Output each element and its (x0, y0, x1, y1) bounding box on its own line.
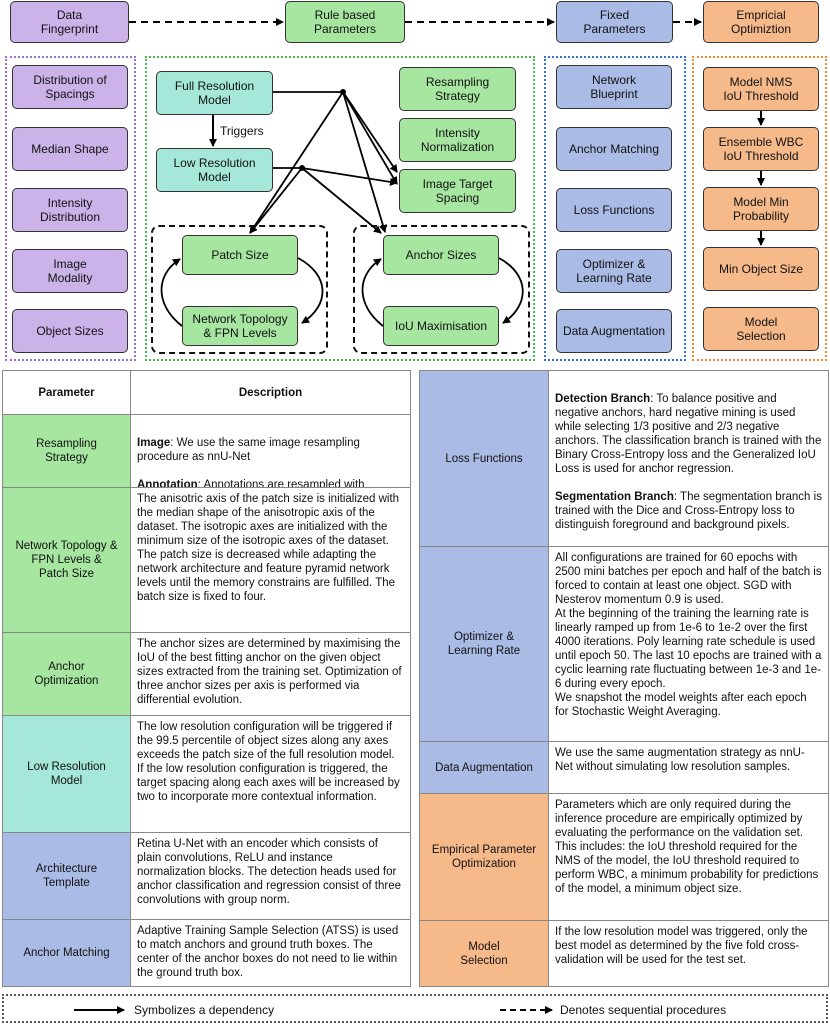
right-parameter-table: Loss Functions Detection Branch: To bala… (419, 370, 829, 987)
patch-size-box: Patch Size (182, 235, 298, 275)
fixed-group (544, 56, 686, 361)
dependency-arrow (342, 91, 398, 173)
dependency-arrow (249, 91, 344, 234)
table-row-param: Architecture Template (3, 833, 131, 920)
empirical-optimization-box: Empricial Optimiztion (703, 1, 819, 43)
full-resolution-model-box: Full Resolution Model (156, 71, 273, 115)
legend-dashed-label: Denotes sequential procedures (560, 1003, 727, 1017)
table-row-desc: Retina U-Net with an encoder which consi… (131, 833, 410, 920)
empirical-item: Ensemble WBC IoU Threshold (703, 127, 819, 171)
legend-box (2, 994, 828, 1023)
table-row-param: Optimizer & Learning Rate (420, 547, 549, 742)
empirical-item: Min Object Size (703, 247, 819, 291)
intensity-normalization-box: Intensity Normalization (399, 118, 516, 162)
cycle-arrow (297, 257, 324, 324)
table-row-param: Anchor Matching (3, 920, 131, 986)
fixed-item: Optimizer & Learning Rate (556, 249, 672, 293)
fixed-item: Data Augmentation (556, 309, 672, 353)
empirical-item: Model NMS IoU Threshold (703, 67, 819, 111)
table-row-desc: If the low resolution model was triggere… (555, 926, 808, 966)
rule-based-parameters-box: Rule based Parameters (285, 1, 405, 43)
resampling-strategy-box: Resampling Strategy (399, 67, 516, 111)
table-row-desc: The anchor sizes are determined by maxim… (131, 633, 410, 716)
desc-bold: Segmentation Branch (555, 491, 674, 503)
dependency-arrow (342, 91, 398, 185)
table-row-desc: Adaptive Training Sample Selection (ATSS… (137, 925, 399, 979)
fixed-parameters-box: Fixed Parameters (556, 1, 673, 43)
iou-maximisation-box: IoU Maximisation (383, 306, 499, 346)
table-row-desc: The low resolution configuration will be… (131, 716, 410, 833)
fixed-item: Loss Functions (556, 188, 672, 232)
triggers-label: Triggers (220, 124, 264, 138)
rule-based-group (145, 56, 535, 361)
table-row-param: Network Topology & FPN Levels & Patch Si… (3, 488, 131, 633)
desc-text: : Annotations are resampled with nearest… (197, 479, 365, 488)
table-row-param: Low Resolution Model (3, 716, 131, 833)
desc-bold: Annotation (137, 479, 198, 488)
cycle-arrow (498, 257, 524, 324)
table-row-desc: We use the same augmentation strategy as… (549, 742, 828, 794)
desc-text: : We use the same image resampling proce… (137, 437, 360, 463)
table-row-desc: Image: We use the same image resampling … (131, 415, 410, 488)
table-row-param: Data Augmentation (420, 742, 549, 794)
patch-network-cycle-group (151, 225, 328, 354)
fingerprint-group (5, 56, 136, 361)
image-target-spacing-box: Image Target Spacing (399, 169, 516, 213)
left-parameter-table: Parameter Description Resampling Strateg… (2, 370, 411, 987)
fixed-item: Anchor Matching (556, 127, 672, 171)
fixed-item: Network Blueprint (556, 65, 672, 109)
data-fingerprint-box: Data Fingerprint (10, 1, 129, 43)
desc-text: : The segmentation branch is trained wit… (555, 491, 822, 531)
anchor-cycle-group (353, 225, 530, 354)
desc-text: : To balance positive and negative ancho… (555, 393, 822, 475)
anchor-sizes-box: Anchor Sizes (383, 235, 499, 275)
fingerprint-item: Median Shape (12, 127, 128, 171)
fingerprint-item: Object Sizes (12, 309, 128, 353)
fingerprint-item: Image Modality (12, 249, 128, 293)
dependency-arrow (301, 167, 398, 186)
table-row-desc: The anisotric axis of the patch size is … (131, 488, 410, 633)
empirical-item: Model Selection (703, 307, 819, 351)
fingerprint-item: Distribution of Spacings (12, 65, 128, 109)
arrows-overlay (129, 18, 765, 327)
table-row-param: Model Selection (420, 921, 549, 986)
table-row-desc: Parameters which are only required durin… (549, 794, 828, 921)
table-row-param: Resampling Strategy (3, 415, 131, 488)
param-header: Parameter (3, 371, 131, 415)
desc-bold: Detection Branch (555, 393, 651, 405)
table-row-desc: Detection Branch: To balance positive an… (549, 371, 828, 547)
table-row-param: Anchor Optimization (3, 633, 131, 716)
desc-bold: Image (137, 437, 171, 449)
legend-solid-label: Symbolizes a dependency (134, 1003, 275, 1017)
empirical-item: Model Min Probability (703, 187, 819, 231)
table-row-param: Empirical Parameter Optimization (420, 794, 549, 921)
fingerprint-item: Intensity Distribution (12, 188, 128, 232)
network-topology-box: Network Topology & FPN Levels (182, 306, 298, 346)
low-resolution-model-box: Low Resolution Model (156, 148, 273, 192)
table-row-param: Loss Functions (420, 371, 549, 547)
description-header: Description (131, 371, 410, 415)
table-row-desc: All configurations are trained for 60 ep… (549, 547, 828, 742)
empirical-group (692, 56, 827, 361)
cycle-arrow (361, 258, 384, 327)
dependency-arrow (301, 167, 382, 234)
dependency-arrow (249, 167, 303, 234)
cycle-arrow (160, 258, 183, 327)
dependency-arrow (342, 91, 387, 233)
